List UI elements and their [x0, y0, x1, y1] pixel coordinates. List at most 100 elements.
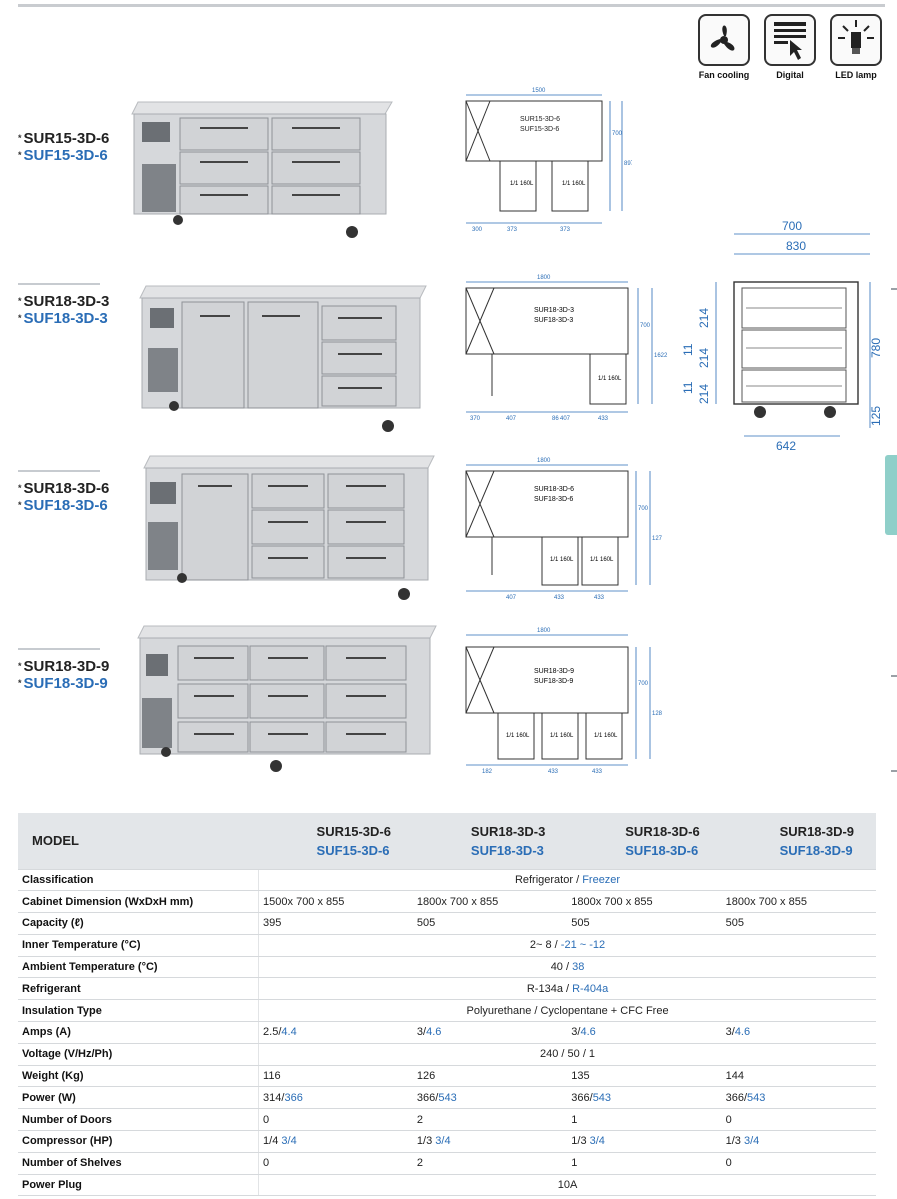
dim-sub: 86	[552, 416, 559, 422]
side-dim: 214	[697, 348, 711, 368]
model-frz: SUF18-3D-3	[18, 310, 109, 327]
row-value: 3/4.6	[412, 1021, 568, 1044]
row-value: 126	[412, 1065, 568, 1088]
pan-label: 1/1 160L	[562, 181, 586, 187]
row-value: 0	[258, 1108, 413, 1132]
row-label: Voltage (V/Hz/Ph)	[18, 1043, 259, 1066]
side-tick	[891, 770, 897, 772]
divider	[18, 648, 100, 650]
side-tick	[891, 675, 897, 677]
top-divider	[18, 4, 885, 7]
row-value: 395	[258, 912, 413, 935]
table-row: Weight (Kg) 116 126 135 144	[18, 1065, 876, 1088]
side-view-drawing: 700 830 214 11 214 11 214 780 125 642	[681, 219, 883, 453]
row-value: 2	[412, 1108, 568, 1132]
row-value: 116	[258, 1065, 413, 1088]
drawing-frz: SUF18-3D-9	[534, 678, 573, 685]
dim-footer: 433	[598, 416, 609, 422]
side-dim: 11	[681, 381, 695, 394]
row-value: 1500x 700 x 855	[258, 890, 413, 914]
fan-icon	[698, 14, 750, 66]
feature-label: LED lamp	[835, 70, 877, 80]
row-value: 505	[412, 912, 568, 935]
table-row: Power (W) 314/366 366/543 366/543 366/54…	[18, 1086, 876, 1110]
table-row: Number of Shelves 0 2 1 0	[18, 1152, 876, 1175]
table-row: Amps (A) 2.5/4.4 3/4.6 3/4.6 3/4.6	[18, 1021, 876, 1044]
pan-label: 1/1 160L	[594, 733, 618, 739]
drawing-ref: SUR18-3D-3	[534, 307, 574, 314]
table-row: Capacity (ℓ) 395 505 505 505	[18, 912, 876, 935]
row-value: 1800x 700 x 855	[412, 890, 568, 914]
pan-label: 1/1 160L	[598, 376, 622, 382]
model-ref: SUR18-3D-6	[18, 480, 110, 497]
side-tab[interactable]	[885, 455, 897, 535]
digital-display-icon	[764, 14, 816, 66]
row-value: 0	[258, 1152, 413, 1175]
table-row: Classification Refrigerator / Freezer	[18, 869, 876, 892]
model-ref: SUR15-3D-6	[18, 130, 110, 147]
row-label: Amps (A)	[18, 1021, 259, 1044]
row-value: 1	[567, 1152, 722, 1175]
divider	[18, 283, 100, 285]
dim-footer: 433	[554, 595, 565, 601]
side-dim: 214	[697, 384, 711, 404]
feature-digital: Digital	[761, 14, 819, 80]
row-value: Polyurethane / Cyclopentane + CFC Free	[258, 999, 876, 1023]
feature-led: LED lamp	[827, 14, 885, 80]
pan-label: 1/1 160L	[550, 557, 574, 563]
side-dim: 700	[782, 219, 802, 233]
row-value: 2.5/4.4	[258, 1021, 413, 1044]
model-frz: SUF18-3D-6	[18, 497, 109, 514]
row-value: 3/4.6	[721, 1021, 876, 1044]
row-value: 0	[721, 1108, 876, 1132]
side-tick	[891, 288, 897, 290]
row-label: Power (W)	[18, 1086, 259, 1110]
dim-height: 700	[640, 323, 651, 329]
row-value: 135	[567, 1065, 722, 1088]
row-value: 240 / 50 / 1	[258, 1043, 876, 1066]
row-label: Refrigerant	[18, 977, 259, 1001]
pan-label: 1/1 160L	[590, 557, 614, 563]
side-dim: 830	[786, 239, 806, 253]
row-label: Compressor (HP)	[18, 1130, 259, 1153]
dim-footer: 370	[470, 416, 481, 422]
row-label: Inner Temperature (°C)	[18, 934, 259, 957]
dim-height: 897	[624, 161, 632, 167]
feature-fan: Fan cooling	[695, 14, 753, 80]
model-ref: SUR18-3D-3	[18, 293, 110, 310]
drawing-ref: SUR18-3D-9	[534, 668, 574, 675]
table-row: Power Plug 10A	[18, 1174, 876, 1197]
row-value: 2~ 8 / -21 ~ -12	[258, 934, 876, 957]
side-dim: 780	[869, 338, 883, 358]
row-value: 1/3 3/4	[721, 1130, 876, 1153]
row-label: Cabinet Dimension (WxDxH mm)	[18, 890, 259, 914]
model-frz: SUF15-3D-6	[18, 147, 109, 164]
feature-label: Fan cooling	[698, 70, 750, 80]
model-frz: SUF18-3D-9	[18, 675, 109, 692]
dim-height: 700	[612, 131, 623, 137]
row-label: Weight (Kg)	[18, 1065, 259, 1088]
row-value: 505	[721, 912, 876, 935]
row-value: R-134a / R-404a	[258, 977, 876, 1001]
row-value: 366/543	[567, 1086, 722, 1110]
product-labels: SUR18-3D-3 SUF18-3D-3	[18, 283, 109, 327]
dimension-drawing: 1500 SUR15-3D-6 SUF15-3D-6 1/1 160L 1/1 …	[465, 88, 632, 233]
table-row: Refrigerant R-134a / R-404a	[18, 977, 876, 1001]
row-value: 366/543	[412, 1086, 568, 1110]
pan-label: 1/1 160L	[506, 733, 530, 739]
dim-height: 1277	[652, 536, 662, 542]
dim-height: 1622	[654, 353, 668, 359]
dim-height: 700	[638, 506, 649, 512]
side-dim: 214	[697, 308, 711, 328]
row-value: 144	[721, 1065, 876, 1088]
dim-footer: 182	[482, 769, 493, 775]
row-value: 505	[567, 912, 722, 935]
table-row: Voltage (V/Hz/Ph) 240 / 50 / 1	[18, 1043, 876, 1066]
product-photo	[131, 101, 393, 238]
pan-label: 1/1 160L	[550, 733, 574, 739]
feature-label: Digital	[776, 70, 804, 80]
